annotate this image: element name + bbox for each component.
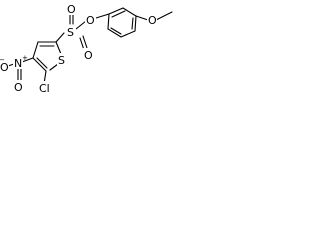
chemical-structure: O O S O O S Cl N + O − O — [0, 2, 173, 95]
benzene-double-2 — [110, 27, 122, 35]
atom-o-methoxy: O — [148, 14, 157, 27]
atom-cl: Cl — [39, 82, 50, 95]
benzene-double-1 — [111, 10, 126, 18]
thiophene-c4-c5 — [32, 57, 47, 72]
bond-s-thiophene — [55, 32, 65, 43]
bonds — [7, 7, 173, 85]
benzene-ring — [107, 7, 137, 38]
bond-o-benzene — [135, 15, 149, 21]
charge-o-minus: − — [0, 56, 5, 64]
benzene-double-3 — [131, 17, 134, 30]
atom-o-ester: O — [86, 14, 95, 27]
atom-labels: O O S O O S Cl N + O − O — [0, 2, 157, 95]
atom-o-nitro-left: O — [0, 61, 9, 74]
bond-methyl-o — [155, 11, 173, 21]
atom-o-nitro-bottom: O — [14, 81, 23, 94]
bond-oester-s — [75, 20, 87, 30]
atom-s-sulfonyl: S — [67, 26, 74, 39]
bond-c4-n — [21, 57, 34, 63]
thiophene-c5-s — [49, 63, 59, 71]
atom-s-thiophene: S — [58, 54, 65, 67]
atom-o-sulfonyl-top: O — [67, 3, 76, 16]
atom-o-sulfonyl-bottom: O — [84, 49, 93, 62]
atom-n-nitro: N — [14, 57, 22, 70]
thiophene-c3-c4 — [32, 41, 39, 59]
bond-benzene-oester — [95, 13, 110, 19]
thiophene-s-c2 — [55, 41, 62, 55]
charge-n-plus: + — [22, 54, 28, 62]
bond-s-o-bottom-b — [82, 35, 88, 49]
thiophene-c4-c5-double — [36, 57, 48, 69]
